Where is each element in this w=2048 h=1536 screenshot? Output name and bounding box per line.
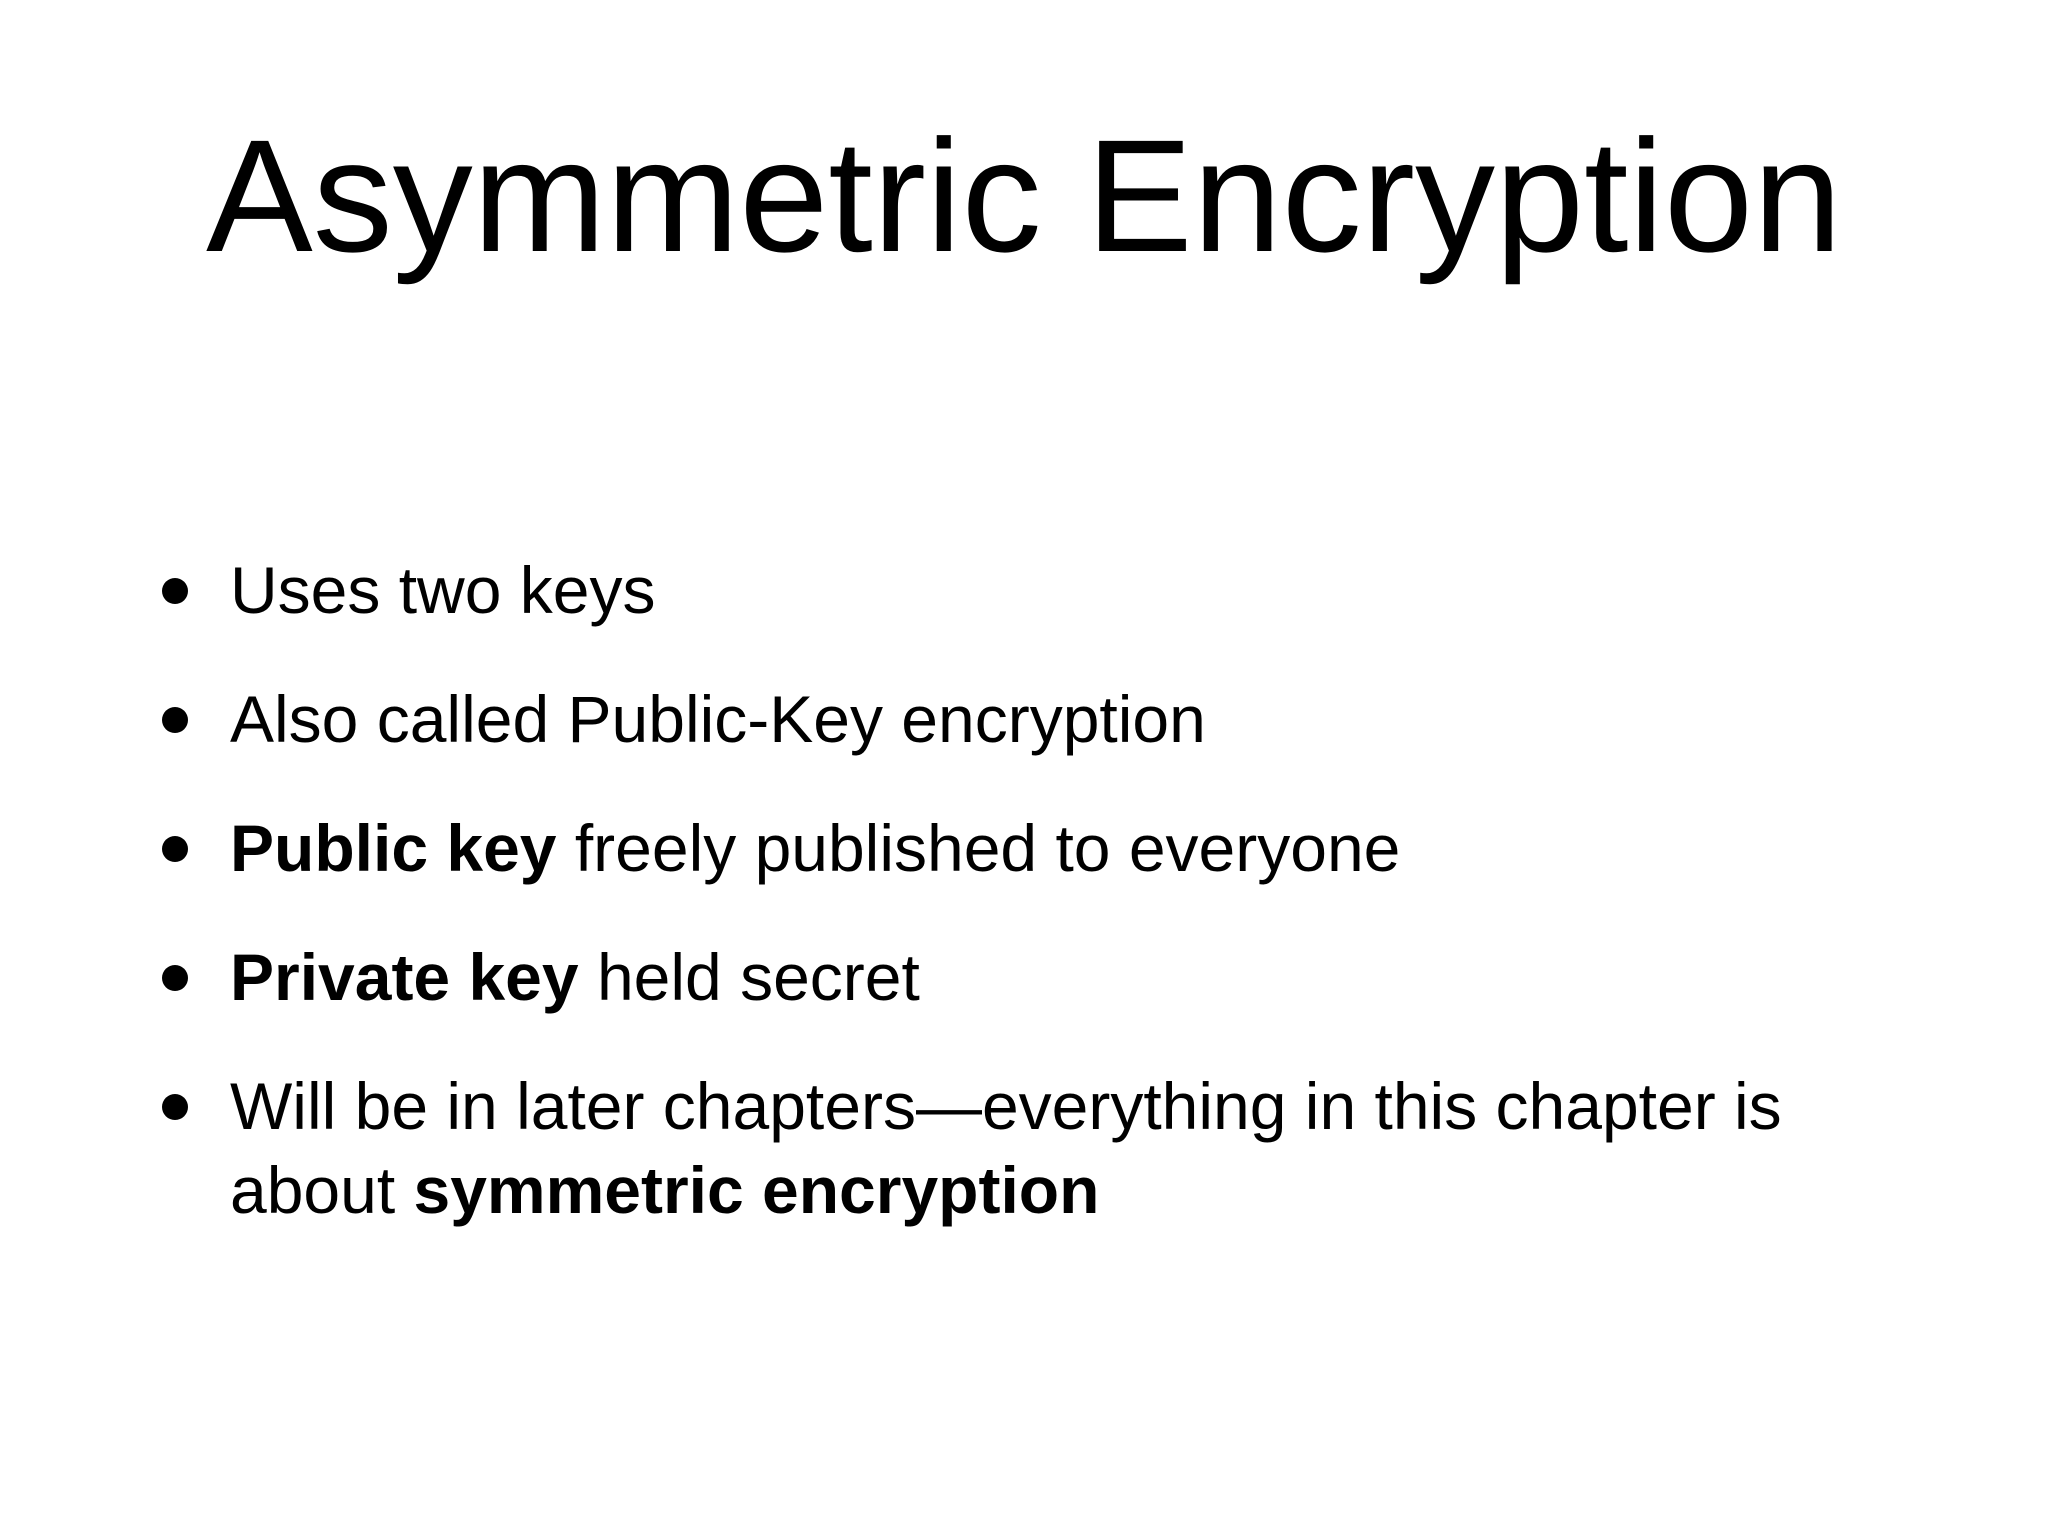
- bullet-text: Uses two keys: [230, 553, 656, 627]
- bullet-text: Will be in later chapters—everything in …: [230, 1069, 1782, 1227]
- bullet-item: Also called Public-Key encryption: [152, 677, 1932, 761]
- bullet-item: Private key held secret: [152, 935, 1932, 1019]
- bullet-item: Public key freely published to everyone: [152, 806, 1932, 890]
- bullet-text-bold: Public key: [230, 811, 557, 885]
- bullet-text: freely published to everyone: [556, 811, 1401, 885]
- bullet-text-bold: Private key: [230, 940, 579, 1014]
- bullet-text-bold: symmetric encryption: [413, 1153, 1100, 1227]
- bullet-text: held secret: [578, 940, 920, 1014]
- slide-title: Asymmetric Encryption: [206, 106, 1842, 285]
- bullet-item: Will be in later chapters—everything in …: [152, 1064, 1932, 1232]
- bullet-item: Uses two keys: [152, 548, 1932, 632]
- bullet-text: Also called Public-Key encryption: [230, 682, 1206, 756]
